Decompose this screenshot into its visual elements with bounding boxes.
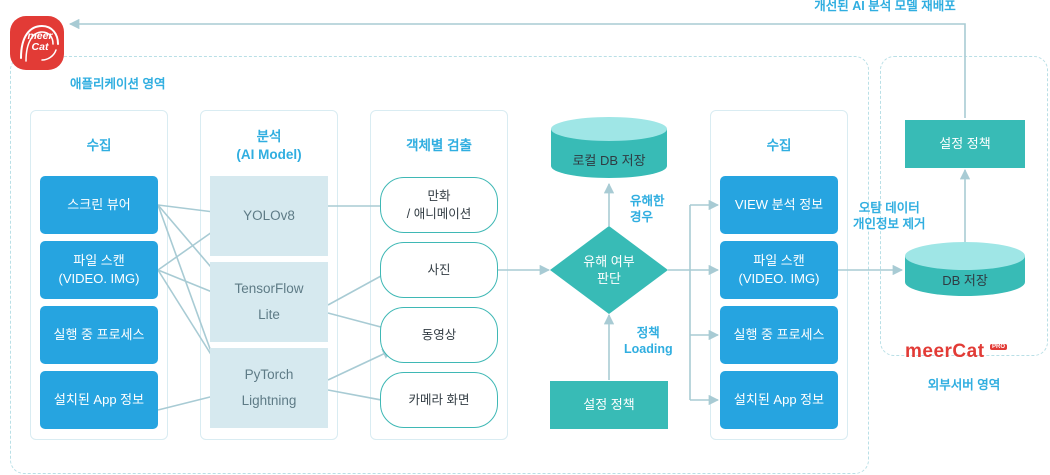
model-yolov8: YOLOv8 <box>210 176 328 256</box>
detect-photo: 사진 <box>380 242 498 298</box>
local-db-label: 로컬 DB 저장 <box>572 153 646 168</box>
meercat-logo-icon <box>10 16 64 70</box>
collect-file-scan: 파일 스캔 (VIDEO. IMG) <box>40 241 158 299</box>
privacy-removal-label: 오탐 데이터 개인정보 제거 <box>853 201 926 231</box>
meercat-logo: meer Cat <box>8 14 66 72</box>
local-policy-box: 설정 정책 <box>550 381 668 429</box>
model-tensorflow-lite: TensorFlow Lite <box>210 262 328 342</box>
detect-camera-screen: 카메라 화면 <box>380 372 498 428</box>
meercat-wordmark-badge: PRO <box>990 344 1008 350</box>
detect-cartoon-animation: 만화 / 애니메이션 <box>380 177 498 233</box>
collect2-installed-apps: 설치된 App 정보 <box>720 371 838 429</box>
harmful-case-label: 유해한 경우 <box>630 194 665 224</box>
collect-running-process: 실행 중 프로세스 <box>40 306 158 364</box>
policy-loading-label: 정책 Loading <box>624 326 673 356</box>
collect2-running-process: 실행 중 프로세스 <box>720 306 838 364</box>
model-title: 분석 (AI Model) <box>236 129 302 162</box>
model-pytorch-lightning: PyTorch Lightning <box>210 348 328 428</box>
server-db-label: DB 저장 <box>942 273 988 288</box>
collect2-title: 수집 <box>766 138 792 153</box>
collect-screen-viewer: 스크린 뷰어 <box>40 176 158 234</box>
app-region-caption: 애플리케이션 영역 <box>70 77 166 91</box>
meercat-wordmark: meerCat PRO <box>905 341 1025 363</box>
redeploy-label: 개선된 AI 분석 모델 재배포 <box>814 0 956 13</box>
collect-title: 수집 <box>86 138 112 153</box>
meercat-logo-text: meer Cat <box>27 30 53 53</box>
collect2-view-analysis: VIEW 분석 정보 <box>720 176 838 234</box>
meercat-wordmark-text: meerCat <box>905 341 985 362</box>
detect-title: 객체별 검출 <box>406 138 472 153</box>
collect2-file-scan: 파일 스캔 (VIDEO. IMG) <box>720 241 838 299</box>
server-policy-box: 설정 정책 <box>905 120 1025 168</box>
decision-label: 유해 여부 판단 <box>583 254 635 286</box>
detect-video: 동영상 <box>380 307 498 363</box>
server-region-caption: 외부서버 영역 <box>927 378 1001 392</box>
collect-installed-apps: 설치된 App 정보 <box>40 371 158 429</box>
